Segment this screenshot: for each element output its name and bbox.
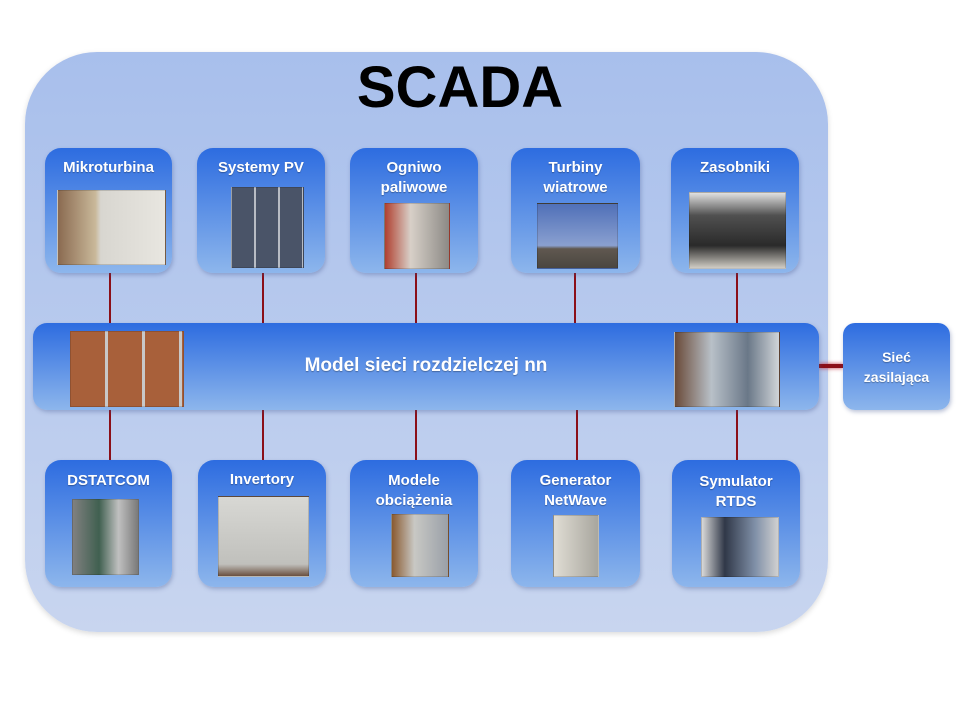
node-label: Turbiny wiatrowe	[543, 159, 608, 196]
generator-photo	[553, 515, 599, 577]
node-label: Generator NetWave	[539, 472, 612, 509]
connector-line	[109, 410, 111, 460]
network-model-photo	[70, 331, 184, 407]
network-lab-photo	[674, 332, 780, 407]
connector-line	[736, 273, 738, 323]
connector-line	[576, 410, 578, 460]
grid-connector	[819, 364, 843, 368]
node-label: Modele obciążenia	[375, 472, 453, 509]
node-label: Symulator RTDS	[699, 473, 773, 510]
connector-line	[262, 410, 264, 460]
rtds-photo	[701, 517, 779, 577]
node-label: DSTATCOM	[67, 472, 150, 489]
microturbine-photo	[57, 190, 166, 265]
fuel-cell-photo	[384, 203, 450, 269]
node-siec-zasilajaca	[843, 323, 950, 410]
load-models-photo	[391, 514, 449, 577]
connector-line	[415, 273, 417, 323]
pv-panel-photo	[231, 187, 304, 268]
node-label: Invertory	[229, 471, 295, 488]
node-label: Systemy PV	[218, 159, 304, 176]
connector-line	[109, 273, 111, 323]
grid-label: Sieć zasilająca	[863, 349, 930, 385]
node-label: Mikroturbina	[63, 159, 154, 176]
connector-line	[262, 273, 264, 323]
wind-turbines-photo	[537, 203, 618, 269]
connector-line	[736, 410, 738, 460]
connector-line	[574, 273, 576, 323]
node-label: Zasobniki	[699, 159, 770, 176]
bus-label: Model sieci rozdzielczej nn	[304, 355, 548, 376]
diagram-title: SCADA	[356, 55, 564, 120]
node-label: Ogniwo paliwowe	[380, 159, 448, 196]
storage-photo	[689, 192, 786, 269]
inverters-photo	[218, 496, 309, 577]
dstatcom-photo	[72, 499, 139, 575]
connector-line	[415, 410, 417, 460]
